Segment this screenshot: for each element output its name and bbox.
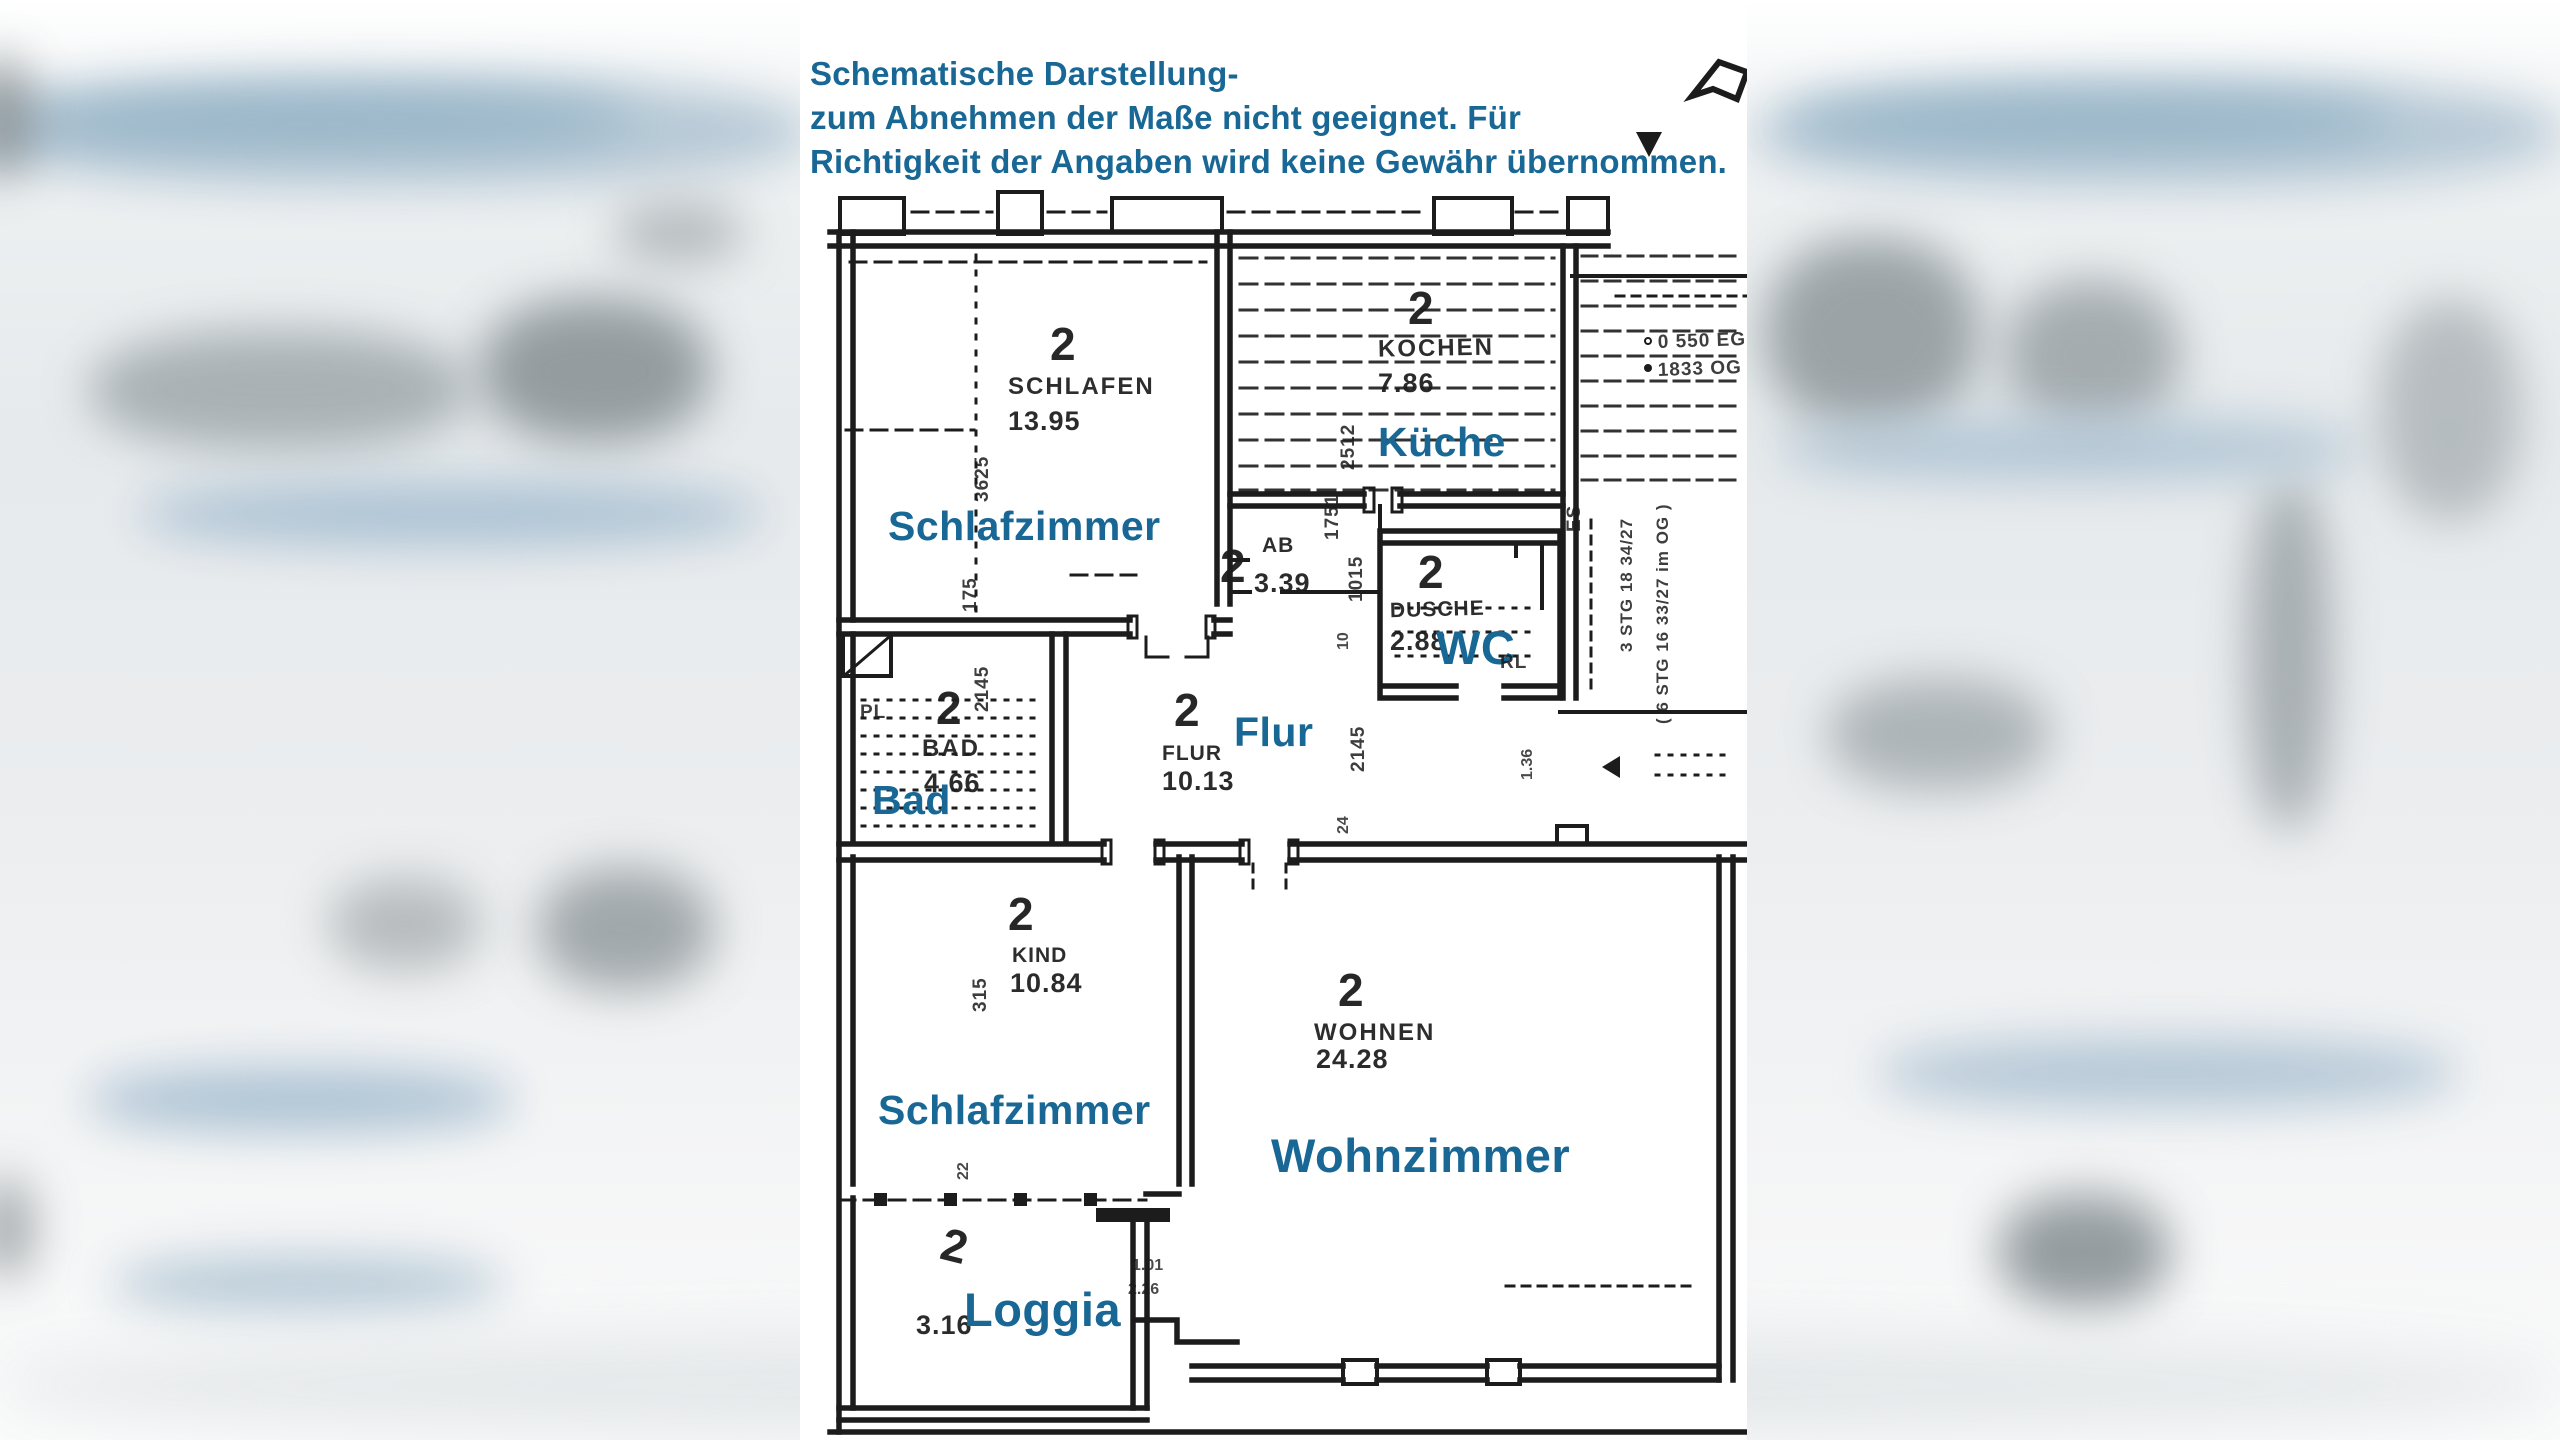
room-marker: 2 <box>1408 282 1435 334</box>
room-scan-label: FLUR <box>1162 742 1222 765</box>
blur-blob <box>2248 478 2330 830</box>
room-marker: 2 <box>1338 964 1365 1016</box>
room-schlafzimmer-1-walls <box>836 229 1233 659</box>
blur-blob <box>2004 280 2180 430</box>
room-scan-label: BAD <box>922 735 980 762</box>
room-area: 7.86 <box>1378 368 1435 398</box>
blur-blob <box>1764 238 1980 430</box>
room-area: 3.39 <box>1254 568 1311 598</box>
blur-blob <box>330 878 480 970</box>
room-marker: 2 <box>1050 318 1077 370</box>
dimension: 1.01 <box>1132 1257 1163 1274</box>
blur-blob <box>480 298 710 443</box>
level-mark-eg: 0 550 EG <box>1657 329 1746 353</box>
dimension: 24 <box>1335 816 1352 834</box>
dimension: 1751 <box>1322 494 1343 540</box>
dimension: 3625 <box>972 456 993 502</box>
blur-blob <box>1998 1194 2170 1310</box>
dimension: 2145 <box>1348 726 1369 772</box>
entry-arrow-icon <box>1602 756 1620 778</box>
level-bullet <box>1644 364 1652 372</box>
blur-blob <box>1790 94 2390 148</box>
disclaimer-text: Schematische Darstellung- zum Abnehmen d… <box>810 52 1750 184</box>
room-label-wc: WC <box>1436 621 1515 674</box>
room-scan-label: DUSCHE <box>1390 597 1485 622</box>
annotation-es: ES <box>1564 505 1585 532</box>
dimension: 2512 <box>1338 424 1359 470</box>
room-area: 24.28 <box>1316 1044 1389 1074</box>
dimension: 2.26 <box>1128 1281 1159 1298</box>
room-ab-walls <box>1228 504 1382 594</box>
blur-blob <box>10 92 630 148</box>
room-area: 4.66 <box>924 768 981 798</box>
outer-left-wall <box>836 229 856 1435</box>
room-area: 10.13 <box>1162 766 1235 796</box>
room-kueche-walls <box>1227 243 1579 701</box>
blur-blob <box>0 1178 32 1278</box>
stairs-hatch <box>1580 254 1743 482</box>
room-scan-label: SCHLAFEN <box>1008 373 1155 400</box>
blur-blob <box>538 868 713 990</box>
blur-blob <box>112 1256 504 1312</box>
floorplan-drawing: 2 SCHLAFEN 13.95 3625 175 Schlafzimmer 2… <box>827 58 1747 1435</box>
stair-notation: 3 STG 18 34/27 <box>1617 518 1636 652</box>
room-marker: 2 <box>936 1217 974 1274</box>
room-scan-label: KOCHEN <box>1378 334 1494 363</box>
room-label-flur: Flur <box>1234 709 1313 755</box>
room-kind-walls <box>837 854 1195 1206</box>
dimension: 1015 <box>1346 556 1367 602</box>
disclaimer-line: zum Abnehmen der Maße nicht geeignet. Fü… <box>810 99 1522 136</box>
room-marker: 2 <box>1174 684 1201 736</box>
room-marker: 2 <box>1418 546 1445 598</box>
middle-wall-band <box>836 824 1747 890</box>
room-area: 10.84 <box>1010 968 1083 998</box>
dimension: 22 <box>955 1162 972 1180</box>
blur-blob <box>614 202 744 264</box>
room-area: 3.16 <box>916 1310 973 1340</box>
room-label-wohnzimmer: Wohnzimmer <box>1271 1129 1570 1182</box>
dimension: 175 <box>960 577 981 612</box>
room-area: 2.88 <box>1390 626 1447 656</box>
north-arrow-icon <box>1683 58 1747 103</box>
south-pointer-icon <box>1636 132 1662 157</box>
level-mark-og: 1833 OG <box>1657 357 1742 381</box>
disclaimer-line: Schematische Darstellung- <box>810 55 1239 92</box>
room-label-schlafzimmer-1: Schlafzimmer <box>888 503 1161 549</box>
level-bullet <box>1644 337 1652 345</box>
room-scan-label: AB <box>1262 534 1294 557</box>
room-label-schlafzimmer-2: Schlafzimmer <box>878 1087 1151 1133</box>
blur-blob <box>2380 300 2520 520</box>
room-marker: 2 <box>1008 888 1035 940</box>
entrance-corridor <box>1558 518 1747 777</box>
dimension: 2145 <box>972 666 993 712</box>
room-scan-label: WOHNEN <box>1314 1019 1435 1046</box>
stair-notation: ( 6 STG 16 33/27 im OG ) <box>1653 503 1672 724</box>
room-marker: 2 <box>936 682 963 734</box>
room-wohnzimmer-walls <box>1134 854 1736 1386</box>
blur-blob <box>88 1068 513 1132</box>
dimension: 10 <box>1335 632 1352 650</box>
annotation-pl: PL <box>860 702 886 723</box>
room-label-kueche: Küche <box>1378 419 1506 465</box>
room-scan-label: KIND <box>1012 944 1067 967</box>
blur-blob <box>1780 418 2360 480</box>
room-marker: 2 <box>1220 540 1247 592</box>
blur-blob <box>1828 678 2050 790</box>
dimension: 1.36 <box>1519 749 1536 780</box>
disclaimer-line: Richtigkeit der Angaben wird keine Gewäh… <box>810 143 1728 180</box>
blur-blob <box>1878 1038 2458 1108</box>
kitchen-hatch <box>1238 256 1556 492</box>
room-loggia-walls <box>827 1208 1747 1435</box>
room-area: 13.95 <box>1008 406 1081 436</box>
floorplan-image: Schematische Darstellung- zum Abnehmen d… <box>800 0 1747 1440</box>
blur-blob <box>90 330 470 450</box>
room-label-loggia: Loggia <box>964 1283 1121 1336</box>
room-label-bad: Bad <box>872 777 951 823</box>
room-bad-walls <box>841 631 1069 844</box>
dimension: 315 <box>970 977 991 1012</box>
room-wc-walls <box>1377 528 1563 701</box>
annotation-rl: RL <box>1500 652 1527 673</box>
blur-blob <box>140 482 760 546</box>
